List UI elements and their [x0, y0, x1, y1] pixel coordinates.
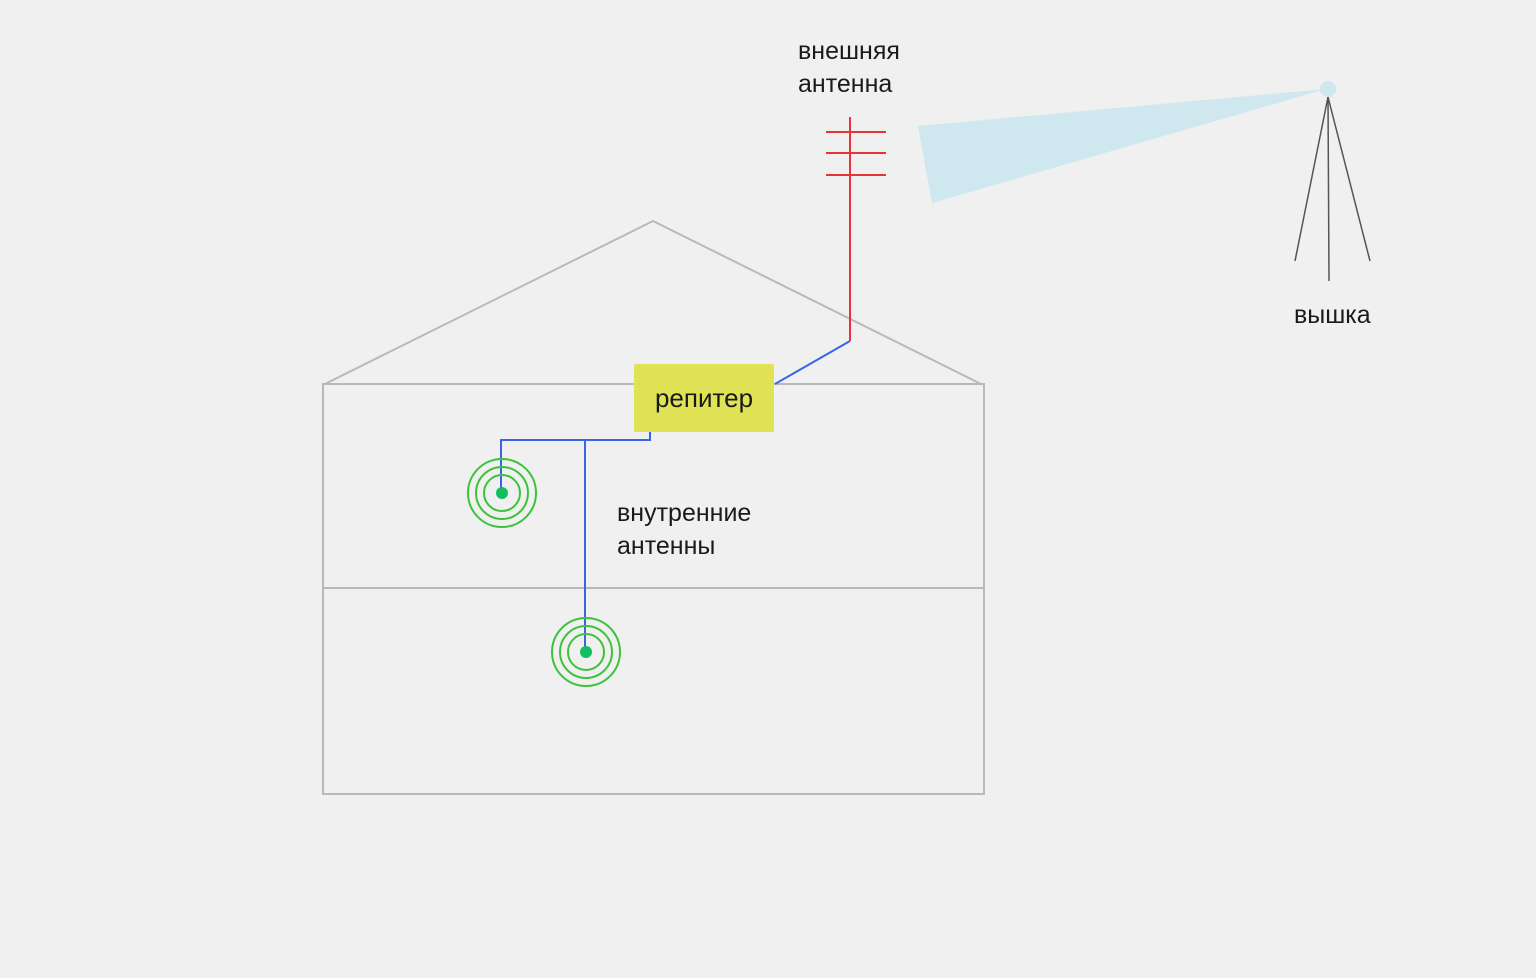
- external-antenna-label-line1: внешняя: [798, 37, 900, 65]
- signal-beam: [918, 89, 1326, 203]
- internal-antennas-label-line2: антенны: [617, 532, 716, 560]
- repeater-label: репитер: [654, 382, 754, 413]
- internal-antennas-label-line1: внутренние: [617, 499, 752, 527]
- tower-label: вышка: [1294, 301, 1371, 329]
- tower-icon: [1294, 81, 1371, 282]
- external-antenna-label: внешняя антенна: [798, 35, 900, 101]
- house-roof: [324, 219, 982, 385]
- internal-antennas-label: внутренние антенны: [617, 497, 751, 563]
- internal-antenna-icon: [467, 458, 537, 528]
- external-antenna-icon: [826, 117, 886, 341]
- internal-antenna-icon: [551, 617, 621, 687]
- external-antenna-label-line2: антенна: [798, 70, 893, 98]
- repeater-box: репитер: [634, 364, 774, 432]
